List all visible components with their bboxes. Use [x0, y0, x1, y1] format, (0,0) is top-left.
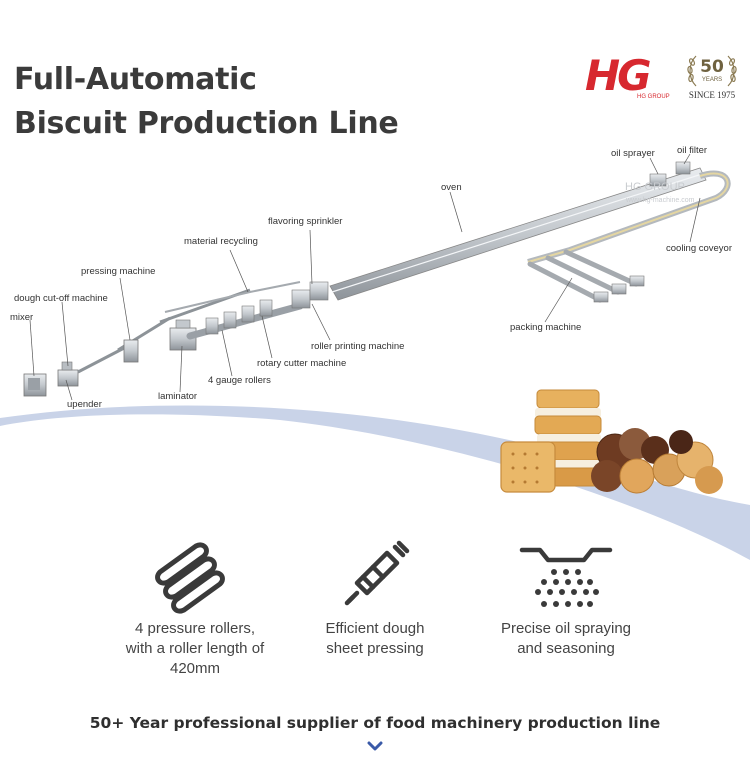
cooling-conveyor-highlight	[527, 172, 729, 263]
feature-pressing-line-1: Efficient dough	[325, 620, 425, 637]
label-rotary-cutter: rotary cutter machine	[257, 358, 347, 369]
production-line-diagram: HG GROUP www.hg-machine.com	[23, 153, 731, 401]
watermark-group: HG GROUP	[625, 181, 685, 193]
since-year: SINCE 1975	[689, 90, 736, 100]
label-oil-filter: oil filter	[677, 145, 708, 156]
feature-rollers-line-3: 420mm	[169, 660, 221, 677]
oil-spray-icon	[519, 547, 613, 607]
square-cracker	[500, 441, 556, 493]
label-mixer: mixer	[10, 312, 34, 323]
roller-printer	[291, 281, 329, 309]
material-recycling-belt	[164, 281, 301, 313]
label-pressing: pressing machine	[81, 266, 156, 277]
label-laminator: laminator	[158, 391, 198, 402]
cracker-stack	[534, 389, 602, 487]
hg-logo: HG HG GROUP	[585, 51, 670, 100]
leader-lines	[29, 153, 701, 401]
gauge-rollers	[186, 299, 304, 340]
hg-logo-letters: HG	[585, 51, 650, 100]
mixer-machine	[23, 373, 47, 397]
anniversary-word: YEARS	[702, 77, 722, 83]
page-title-line-2: Biscuit Production Line	[14, 106, 399, 141]
packing-machines	[593, 275, 645, 303]
tagline: 50+ Year professional supplier of food m…	[89, 714, 661, 732]
label-oven: oven	[441, 182, 462, 193]
label-gauge-rollers: 4 gauge rollers	[208, 375, 271, 386]
feature-pressing-line-2: sheet pressing	[326, 640, 424, 657]
hg-logo-subtext: HG GROUP	[637, 94, 670, 100]
label-roller-printing: roller printing machine	[311, 341, 405, 352]
pressing-machine	[123, 339, 139, 363]
label-upender: upender	[67, 399, 102, 410]
feature-pressing-text: Efficient dough sheet pressing	[290, 619, 460, 659]
rollers-icon	[155, 542, 225, 614]
feature-rollers-text: 4 pressure rollers, with a roller length…	[100, 619, 290, 679]
laurel-icon	[687, 55, 737, 87]
packing-lanes	[527, 249, 639, 303]
anniversary-number: 50	[700, 57, 724, 77]
feature-oil-line-1: Precise oil spraying	[500, 620, 632, 637]
page-title-line-1: Full-Automatic	[14, 62, 257, 97]
chocolate-cookies	[591, 428, 723, 494]
feature-oil-line-2: and seasoning	[517, 640, 615, 657]
watermark-site: www.hg-machine.com	[625, 197, 695, 204]
label-cooling: cooling coveyor	[666, 243, 733, 254]
label-oil-sprayer: oil sprayer	[611, 148, 655, 159]
label-flavoring: flavoring sprinkler	[268, 216, 343, 227]
label-packing: packing machine	[510, 322, 582, 333]
anniversary-badge: 50 YEARS SINCE 1975	[687, 55, 737, 100]
label-material-recycling: material recycling	[184, 236, 258, 247]
feature-rollers-line-2: with a roller length of	[125, 640, 265, 657]
feature-oil-text: Precise oil spraying and seasoning	[476, 619, 656, 659]
label-dough-cutoff: dough cut-off machine	[14, 293, 108, 304]
biscuits-illustration	[500, 389, 723, 494]
rolling-pin-icon	[344, 540, 410, 606]
feature-rollers-line-1: 4 pressure rollers,	[134, 620, 256, 637]
chevron-down-icon[interactable]	[367, 741, 383, 753]
